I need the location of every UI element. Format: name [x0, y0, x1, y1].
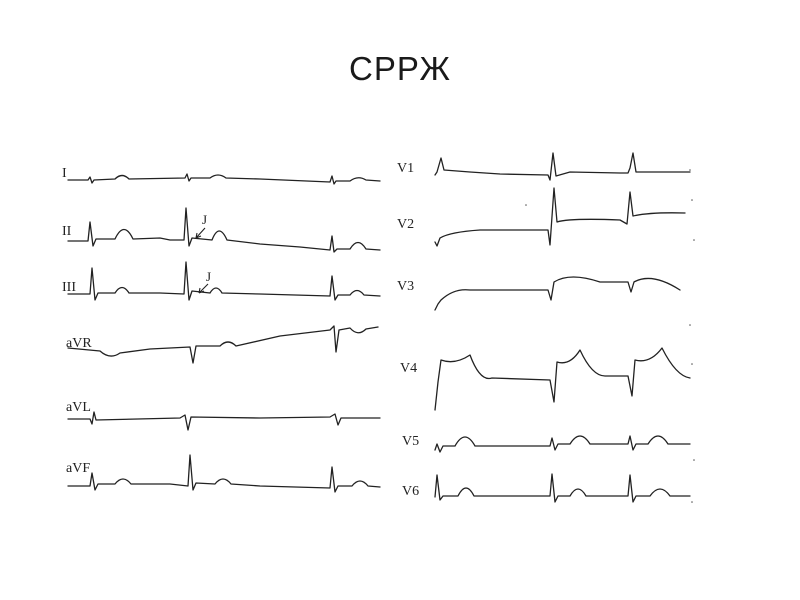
- lead-label-iii: III: [62, 280, 76, 295]
- lead-label-v4: V4: [400, 361, 417, 376]
- lead-label-avf: aVF: [66, 461, 90, 476]
- trace-lead-v5: [434, 435, 691, 453]
- trace-lead-v4: [434, 347, 691, 411]
- ecg-tracing: I II III aVR aVL aVF V1 V2 V3 V4 V5 V6 J…: [62, 152, 695, 503]
- lead-label-v3: V3: [397, 279, 414, 294]
- trace-lead-v3: [434, 276, 681, 311]
- j-point-arrow-ii: [195, 227, 206, 239]
- trace-lead-i: [67, 173, 381, 185]
- trace-lead-ii: [67, 207, 381, 253]
- trace-lead-avr: [67, 325, 379, 364]
- j-point-label-iii: J: [206, 269, 211, 284]
- trace-lead-v2: [434, 187, 686, 247]
- trace-lead-avl: [67, 411, 381, 431]
- lead-label-i: I: [62, 166, 67, 181]
- lead-label-avl: aVL: [66, 400, 91, 415]
- trace-lead-iii: [67, 261, 381, 301]
- lead-label-v2: V2: [397, 217, 414, 232]
- trace-lead-avf: [67, 454, 381, 493]
- lead-label-v5: V5: [402, 434, 419, 449]
- slide-title: СРРЖ: [349, 50, 451, 87]
- lead-label-v6: V6: [402, 484, 419, 499]
- trace-lead-v1: [434, 152, 691, 181]
- lead-label-v1: V1: [397, 161, 414, 176]
- j-point-label-ii: J: [202, 212, 207, 227]
- trace-lead-v6: [434, 473, 691, 503]
- lead-label-avr: aVR: [66, 336, 92, 351]
- lead-label-ii: II: [62, 224, 72, 239]
- ecg-figure: I II III aVR aVL aVF V1 V2 V3 V4 V5 V6 J…: [60, 150, 700, 520]
